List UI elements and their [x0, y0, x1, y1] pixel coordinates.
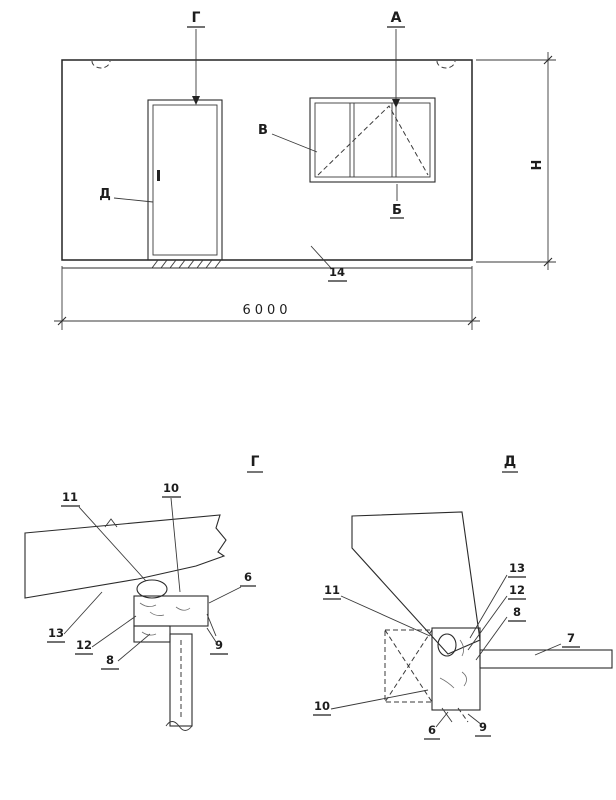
- door-threshold-hatch: [151, 259, 222, 269]
- hidden-frame-dashed: [384, 629, 433, 703]
- slab-section-d: [351, 511, 481, 655]
- panel-outline: [61, 59, 473, 261]
- callout-g-8: 8: [106, 653, 114, 667]
- callout-d-8: 8: [513, 605, 521, 619]
- door-handle: [157, 170, 160, 181]
- width-dimension-value: 6000: [242, 303, 291, 318]
- width-dimension: 6000: [54, 266, 480, 330]
- section-mark-a-label: А: [391, 10, 402, 26]
- door: [147, 99, 223, 269]
- break-squiggle-leaf: [165, 721, 193, 731]
- window-label-v: В: [258, 123, 318, 153]
- callout-d-13: 13: [509, 561, 525, 575]
- detail-section-g: Г 11 10: [24, 454, 263, 731]
- callout-g-12: 12: [76, 638, 92, 652]
- callout-d-9: 9: [479, 720, 487, 734]
- window-opening-symbol: [317, 105, 429, 176]
- callout-d-10: 10: [314, 699, 330, 713]
- sealant-g: [136, 579, 168, 599]
- frame-head-profile: [133, 595, 217, 643]
- detail-g-callouts: 11 10 6 13 12 8 9: [47, 481, 256, 670]
- detail-d-callouts: 13 12 11 8 7 10 6 9: [313, 561, 580, 740]
- detail-section-d: Д 13 12 11: [313, 454, 613, 740]
- door-leaf-section: [165, 633, 193, 731]
- detail-d-title: Д: [504, 454, 516, 470]
- callout-g-10: 10: [163, 481, 179, 495]
- callout-d-12: 12: [509, 583, 525, 597]
- window-label-b: Б: [390, 184, 404, 219]
- detail-g-title: Г: [251, 454, 260, 470]
- callout-14-text: 14: [329, 265, 345, 279]
- height-dimension-value: Н: [530, 160, 545, 171]
- label-d-text: Д: [99, 187, 111, 202]
- section-mark-g-label: Г: [192, 10, 201, 26]
- break-mark-g: [104, 518, 118, 528]
- lifting-loop-right: [436, 60, 456, 69]
- section-mark-a: А: [387, 10, 405, 108]
- callout-g-6: 6: [244, 570, 252, 584]
- sealant-d: [437, 633, 457, 657]
- callout-d-6: 6: [428, 723, 436, 737]
- slab-section-g: [24, 514, 227, 599]
- frame-jamb-profile: [431, 627, 481, 723]
- drip-flashing-g: [206, 613, 217, 637]
- door-label-d: Д: [99, 187, 154, 203]
- section-mark-g: Г: [187, 10, 205, 105]
- label-v-text: В: [258, 123, 268, 138]
- window: [309, 97, 436, 183]
- sill-panel: [479, 649, 613, 669]
- lifting-loop-left: [91, 60, 111, 69]
- callout-g-13: 13: [48, 626, 64, 640]
- elevation-view: Г А В Д Б 14: [54, 10, 556, 330]
- flashing-d-2: [457, 707, 469, 723]
- panel-callout-14: 14: [310, 245, 347, 282]
- height-dimension: Н: [476, 52, 556, 270]
- callout-d-11: 11: [324, 583, 340, 597]
- callout-g-11: 11: [62, 490, 78, 504]
- callout-g-9: 9: [215, 638, 223, 652]
- label-b-text: Б: [392, 203, 402, 218]
- callout-d-7: 7: [567, 631, 575, 645]
- flashing-d-1: [441, 707, 453, 723]
